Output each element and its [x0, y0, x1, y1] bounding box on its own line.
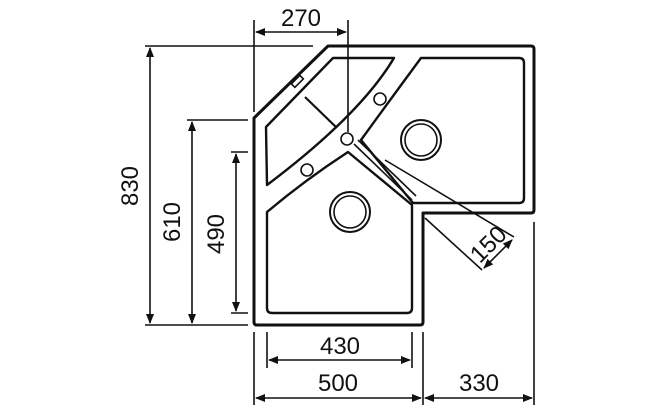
tap-hole-icon — [373, 92, 387, 106]
divider-strip — [353, 143, 413, 201]
drainer-area — [264, 56, 396, 187]
drain-left-inner — [333, 195, 367, 229]
extension-lines — [145, 20, 535, 405]
drain-lever — [304, 96, 338, 129]
dim-330: 330 — [459, 370, 499, 397]
tap-hole-icon — [300, 163, 314, 177]
drain-left-icon — [329, 191, 371, 233]
left-bowl — [265, 150, 414, 315]
right-bowl — [359, 56, 526, 205]
dim-500: 500 — [318, 370, 358, 397]
drain-right-icon — [400, 119, 442, 161]
dim-270: 270 — [281, 5, 321, 32]
dim-430: 430 — [320, 333, 360, 360]
dim-830: 830 — [117, 166, 144, 206]
drain-right-inner — [404, 123, 438, 157]
divider-strip-edge — [357, 139, 417, 197]
dim-610: 610 — [159, 202, 186, 242]
dim-line-150 — [483, 239, 513, 269]
sink-outer-outline — [252, 44, 536, 327]
dim-490: 490 — [203, 214, 230, 254]
overflow-slot — [290, 74, 305, 89]
tap-hole-icon — [340, 132, 354, 146]
